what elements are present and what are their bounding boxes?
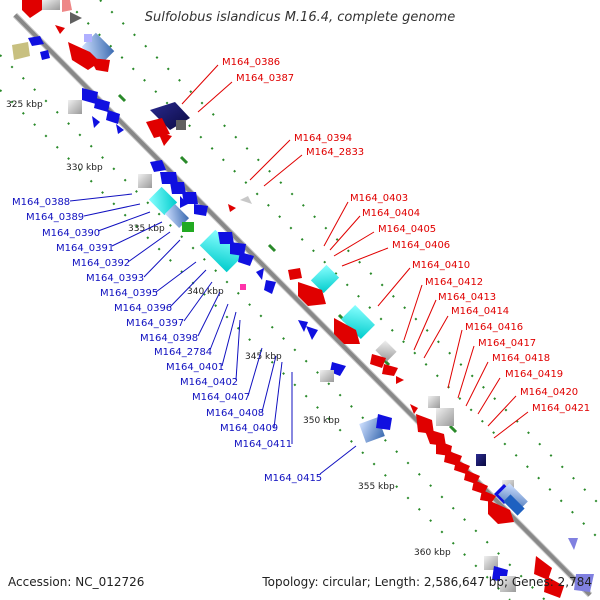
- gene-label-red: M164_0404: [362, 208, 420, 219]
- genome-title: Sulfolobus islandicus M.16.4, complete g…: [145, 10, 455, 25]
- kbp-tick: 325 kbp: [6, 100, 43, 110]
- gene-label-blue: M164_0397: [126, 318, 184, 329]
- gene-label-red: M164_0386: [222, 57, 280, 68]
- gene-label-red: M164_0419: [505, 369, 563, 380]
- red-gene-labels: M164_0386 M164_0387 M164_0394 M164_2833 …: [181, 57, 590, 439]
- kbp-tick: 330 kbp: [66, 163, 103, 173]
- gene-label-blue: M164_0398: [140, 333, 198, 344]
- major-ticks: [117, 93, 458, 434]
- gene-label-blue: M164_0389: [26, 212, 84, 223]
- gene-label-blue: M164_0392: [72, 258, 130, 269]
- gene-label-red: M164_0414: [451, 306, 509, 317]
- gene-label-red: M164_0403: [350, 193, 408, 204]
- kbp-ticks: 325 kbp 330 kbp 335 kbp 340 kbp 345 kbp …: [6, 100, 451, 558]
- gene-label-blue: M164_0395: [100, 288, 158, 299]
- kbp-tick: 340 kbp: [187, 287, 224, 297]
- gene-label-blue: M164_0402: [180, 377, 238, 388]
- gene-label-red: M164_0421: [532, 403, 590, 414]
- gene-label-blue: M164_0401: [166, 362, 224, 373]
- gene-label-red: M164_0412: [425, 277, 483, 288]
- gene-label-red: M164_0405: [378, 224, 436, 235]
- accession-text: Accession: NC_012726: [8, 575, 144, 589]
- gene-label-blue: M164_0408: [206, 408, 264, 419]
- kbp-tick: 355 kbp: [358, 482, 395, 492]
- gene-label-red: M164_0394: [294, 133, 352, 144]
- gene-label-red: M164_0418: [492, 353, 550, 364]
- gene-label-red: M164_0420: [520, 387, 578, 398]
- gene-label-red: M164_0410: [412, 260, 470, 271]
- kbp-tick: 360 kbp: [414, 548, 451, 558]
- kbp-tick: 345 kbp: [245, 352, 282, 362]
- gene-label-red: M164_2833: [306, 147, 364, 158]
- gene-label-red: M164_0413: [438, 292, 496, 303]
- gene-label-blue: M164_0390: [42, 228, 100, 239]
- gene-label-blue: M164_0411: [234, 439, 292, 450]
- gene-features: [12, 0, 594, 598]
- kbp-tick: 350 kbp: [303, 416, 340, 426]
- gene-label-blue: M164_0396: [114, 303, 172, 314]
- blue-gene-labels: M164_0388 M164_0389 M164_0390 M164_0391 …: [12, 193, 357, 484]
- topology-text: Topology: circular; Length: 2,586,647 bp…: [261, 575, 592, 589]
- gene-label-blue: M164_0415: [264, 473, 322, 484]
- gene-label-red: M164_0387: [236, 73, 294, 84]
- gene-label-red: M164_0417: [478, 338, 536, 349]
- gene-label-blue: M164_0388: [12, 197, 70, 208]
- gene-label-blue: M164_0409: [220, 423, 278, 434]
- gene-label-red: M164_0406: [392, 240, 450, 251]
- gene-label-blue: M164_0391: [56, 243, 114, 254]
- gene-label-blue: M164_0393: [86, 273, 144, 284]
- gene-label-red: M164_0416: [465, 322, 523, 333]
- gene-label-blue: M164_2784: [154, 347, 212, 358]
- gene-label-blue: M164_0407: [192, 392, 250, 403]
